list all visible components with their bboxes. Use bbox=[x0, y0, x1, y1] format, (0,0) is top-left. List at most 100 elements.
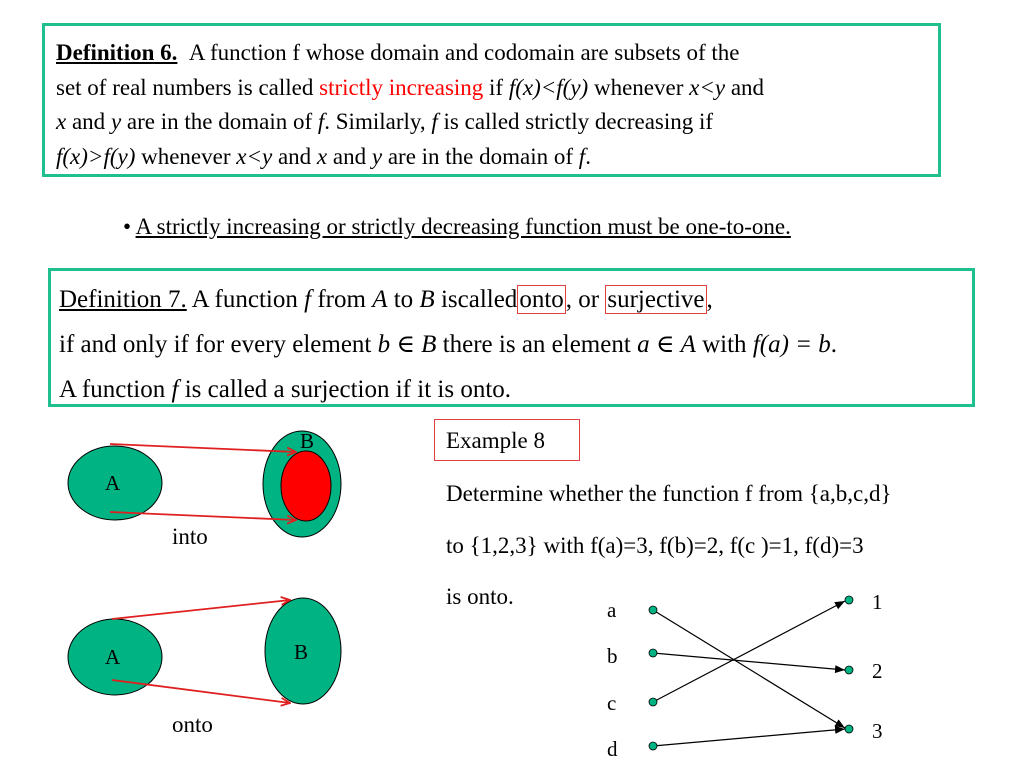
definition-6-text: whenever bbox=[588, 74, 690, 100]
definition-7-text: there is an element bbox=[436, 331, 638, 358]
domain-label-c: c bbox=[607, 691, 616, 715]
codomain-label-3: 3 bbox=[872, 719, 883, 743]
bullet-marker: • bbox=[123, 214, 132, 239]
codomain-label-1: 1 bbox=[872, 590, 883, 614]
definition-6-heading: Definition 6. bbox=[56, 40, 178, 65]
definition-7-text: if and only if for every element bbox=[59, 331, 378, 358]
into-image-set bbox=[280, 450, 332, 522]
definition-7-text: iscalled bbox=[434, 286, 518, 313]
domain-label-b: b bbox=[607, 644, 618, 668]
codomain-dot-1 bbox=[844, 595, 854, 605]
definition-7-line-2: if and only if for every element b ∈ B t… bbox=[59, 322, 972, 367]
onto-domain-label: A bbox=[105, 645, 121, 669]
element-of-symbol: ∈ bbox=[390, 331, 422, 358]
definition-7-line-3: A function f is called a surjection if i… bbox=[59, 367, 972, 412]
definition-7-text: A function bbox=[59, 376, 172, 403]
domain-dot-b bbox=[648, 648, 658, 658]
math-expression: x<y bbox=[236, 143, 273, 169]
element-of-symbol: ∈ bbox=[649, 331, 681, 358]
math-variable: f bbox=[171, 376, 179, 403]
definition-6-text: and bbox=[272, 143, 317, 169]
codomain-dot-3 bbox=[844, 724, 854, 734]
map-arrow-a-3 bbox=[652, 609, 846, 729]
map-arrow-d-3 bbox=[652, 725, 846, 747]
math-variable: A bbox=[372, 286, 388, 313]
definition-6-text: . Similarly, bbox=[324, 109, 432, 134]
math-expression: f(x)<f(y) bbox=[508, 74, 589, 100]
example-line-1: Determine whether the function f from {a… bbox=[446, 481, 892, 506]
definition-7-text: . bbox=[830, 331, 838, 358]
definition-6-text: and bbox=[327, 143, 372, 169]
domain-dot-d bbox=[648, 741, 658, 751]
onto-codomain-label: B bbox=[294, 640, 308, 664]
math-variable: B bbox=[421, 331, 437, 358]
domain-label-d: d bbox=[607, 737, 618, 761]
definition-6-text: if bbox=[483, 74, 509, 100]
definition-7-text: , or bbox=[565, 286, 606, 313]
map-arrow-b-2 bbox=[652, 652, 846, 674]
definition-7-line-1: Definition 7. A function f from A to B i… bbox=[59, 277, 972, 322]
definition-7-heading: Definition 7. bbox=[59, 286, 187, 313]
math-variable: x bbox=[316, 143, 328, 169]
into-domain-set bbox=[67, 445, 163, 521]
definition-6-line-3: x and y are in the domain of f. Similarl… bbox=[56, 105, 928, 140]
onto-caption: onto bbox=[172, 712, 213, 737]
into-caption: into bbox=[172, 524, 208, 549]
math-variable: B bbox=[419, 286, 435, 313]
definition-6-line-4: f(x)>f(y) whenever x<y and x and y are i… bbox=[56, 140, 928, 175]
math-variable: f bbox=[578, 143, 586, 169]
definition-7-text: with bbox=[695, 331, 753, 358]
mapping-diagram: a b c d 1 2 3 bbox=[607, 590, 883, 761]
math-variable: f bbox=[304, 286, 312, 313]
math-expression: f(a) = b bbox=[752, 331, 831, 358]
into-arrow-top bbox=[109, 443, 296, 452]
definition-6-line-1: Definition 6. A function f whose domain … bbox=[56, 36, 928, 71]
onto-arrow-bottom bbox=[111, 679, 290, 703]
strictly-increasing-term: strictly increasing bbox=[319, 74, 484, 100]
math-expression: f(x)>f(y) bbox=[56, 143, 136, 169]
into-domain-label: A bbox=[105, 471, 121, 495]
definition-7-text: A function bbox=[186, 286, 305, 313]
definition-7-box: Definition 7. A function f from A to B i… bbox=[48, 268, 975, 407]
math-variable: y bbox=[371, 143, 383, 169]
definition-6-text: A function f whose domain and codomain a… bbox=[188, 40, 740, 65]
map-arrow-c-1 bbox=[652, 600, 846, 703]
definition-6-box: Definition 6. A function f whose domain … bbox=[42, 23, 941, 177]
definition-6-text: whenever bbox=[135, 143, 237, 169]
codomain-dot-2 bbox=[844, 665, 854, 675]
definition-6-text: are in the domain of bbox=[382, 143, 579, 169]
onto-diagram: A B onto bbox=[67, 597, 342, 737]
surjective-term: surjective bbox=[605, 285, 707, 314]
math-variable: a bbox=[637, 331, 650, 358]
onto-arrow-top bbox=[111, 600, 290, 620]
definition-7-text: to bbox=[387, 286, 420, 313]
definition-6-line-2: set of real numbers is called strictly i… bbox=[56, 71, 928, 106]
one-to-one-bullet: • A strictly increasing or strictly decr… bbox=[123, 214, 791, 240]
definition-6-text: set of real numbers is called bbox=[56, 74, 320, 100]
bullet-text: A strictly increasing or strictly decrea… bbox=[135, 214, 791, 239]
math-variable: y bbox=[110, 109, 122, 134]
definition-7-text: is called a surjection if it is onto. bbox=[178, 376, 512, 403]
example-line-3: is onto. bbox=[446, 584, 514, 609]
definition-7-text: from bbox=[311, 286, 373, 313]
domain-dot-c bbox=[648, 697, 658, 707]
math-variable: A bbox=[680, 331, 696, 358]
onto-term: onto bbox=[517, 285, 566, 314]
onto-codomain-set bbox=[264, 597, 342, 705]
definition-6-text: and bbox=[66, 109, 111, 134]
definition-6-text: and bbox=[725, 74, 765, 100]
math-variable: x bbox=[56, 109, 67, 134]
into-arrow-bottom bbox=[109, 511, 296, 520]
domain-dot-a bbox=[648, 605, 658, 615]
math-variable: b bbox=[377, 331, 391, 358]
into-diagram: A B into bbox=[67, 429, 342, 549]
math-expression: x<y bbox=[689, 74, 726, 100]
math-variable: f bbox=[431, 109, 438, 134]
definition-6-text: are in the domain of bbox=[121, 109, 318, 134]
example-line-2: to {1,2,3} with f(a)=3, f(b)=2, f(c )=1,… bbox=[446, 533, 864, 558]
definition-6-text: . bbox=[585, 143, 591, 169]
definition-7-text: , bbox=[706, 286, 713, 313]
definition-6-text: is called strictly decreasing if bbox=[437, 109, 714, 134]
domain-label-a: a bbox=[607, 598, 617, 622]
